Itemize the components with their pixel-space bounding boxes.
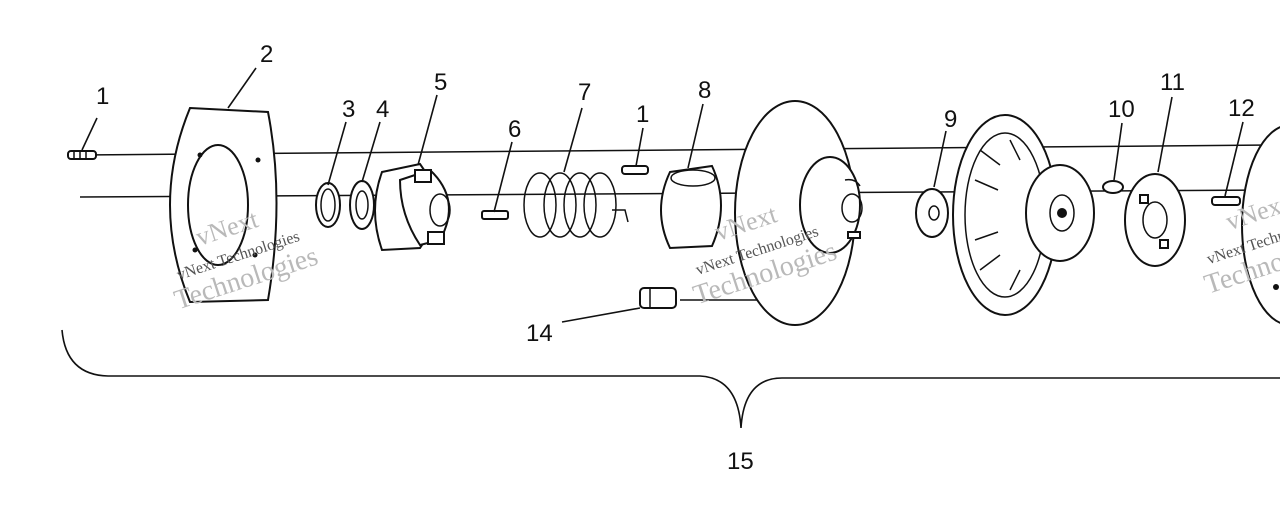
part-12-screw [1211, 196, 1241, 206]
callout-3: 3 [342, 96, 355, 123]
callout-9: 9 [944, 106, 957, 133]
callout-10: 10 [1108, 96, 1135, 123]
callout-5: 5 [434, 69, 447, 96]
callout-14: 14 [526, 320, 553, 347]
part-3-snap-ring [315, 182, 341, 228]
callout-labels: 1 2 3 4 5 6 7 1 8 9 10 11 12 14 15 [96, 41, 1255, 475]
callout-6: 6 [508, 116, 521, 143]
part-5-cam [374, 162, 451, 252]
part-8-bushing [660, 164, 722, 250]
callout-12: 12 [1228, 95, 1255, 122]
callout-11: 11 [1160, 69, 1185, 96]
leader-lines [81, 67, 1244, 323]
callout-7: 7 [578, 79, 591, 106]
part-10-button [1102, 180, 1124, 194]
callout-4: 4 [376, 96, 389, 123]
stationary-sheave [734, 100, 863, 326]
callout-8: 8 [698, 77, 711, 104]
part-4-washer [349, 180, 375, 230]
callout-15: 15 [727, 448, 754, 475]
assembly-brace [61, 329, 1280, 429]
edge-part [1241, 126, 1280, 324]
callout-1-left: 1 [96, 83, 109, 110]
callout-2: 2 [260, 41, 273, 68]
part-7-spring [523, 172, 629, 238]
part-1-screw-second [621, 165, 649, 175]
part-1-screw [67, 150, 97, 160]
part-11-ring [1124, 173, 1186, 267]
part-2-cover-plate [169, 106, 278, 304]
part-6-pin [481, 210, 509, 220]
movable-sheave [952, 114, 1095, 316]
part-14-stud [639, 287, 677, 309]
callout-1-right: 1 [636, 101, 649, 128]
watermark-right: vNext vNext Technologies Technologies [1201, 189, 1280, 301]
part-9-washer [915, 188, 949, 238]
